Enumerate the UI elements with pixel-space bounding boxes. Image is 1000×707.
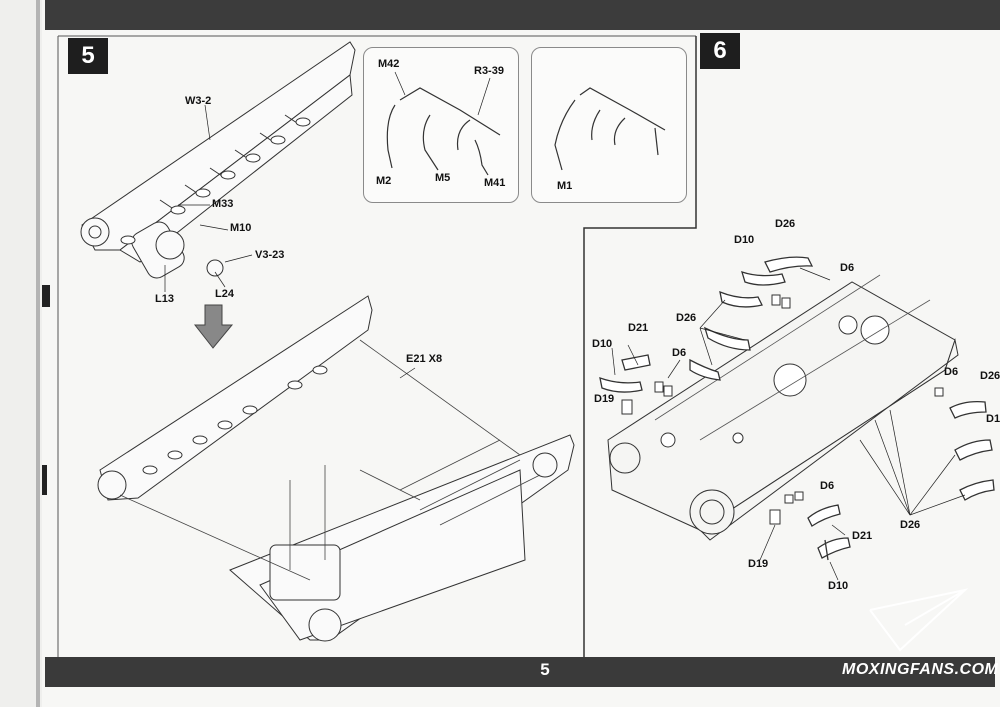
part-label: M1 bbox=[557, 180, 573, 192]
part-label: M5 bbox=[435, 172, 451, 184]
part-label: M2 bbox=[376, 175, 392, 187]
watermark: MOXINGFANS.COM bbox=[842, 661, 999, 678]
subassembly-inset-a bbox=[363, 47, 519, 203]
step-number-6: 6 bbox=[700, 33, 740, 69]
part-label: D10 bbox=[592, 338, 613, 350]
page-margin bbox=[0, 0, 42, 707]
part-label: D1 bbox=[986, 413, 1000, 425]
part-label: L24 bbox=[215, 288, 234, 300]
subassembly-inset-b bbox=[531, 47, 687, 203]
part-label: D26 bbox=[900, 519, 921, 531]
part-label: D6 bbox=[840, 262, 855, 274]
part-label: L13 bbox=[155, 293, 174, 305]
part-label: D19 bbox=[594, 393, 615, 405]
side-tab-mark bbox=[42, 465, 47, 495]
part-label: D6 bbox=[820, 480, 835, 492]
part-label: M42 bbox=[378, 58, 400, 70]
top-bar bbox=[45, 0, 1000, 30]
part-label: D19 bbox=[748, 558, 769, 570]
bottom-bar bbox=[45, 657, 995, 687]
part-label: D6 bbox=[672, 347, 687, 359]
part-label: D26 bbox=[775, 218, 796, 230]
step-number-5: 5 bbox=[68, 38, 108, 74]
part-label: D21 bbox=[628, 322, 649, 334]
part-label: E21 X8 bbox=[406, 353, 443, 365]
part-label: M41 bbox=[484, 177, 506, 189]
part-label: D26 bbox=[676, 312, 697, 324]
part-label: D10 bbox=[734, 234, 755, 246]
binding-edge bbox=[36, 0, 40, 707]
logo-plane bbox=[869, 588, 969, 652]
part-label: V3-23 bbox=[255, 249, 285, 261]
part-label: W3-2 bbox=[185, 95, 212, 107]
part-label: D6 bbox=[944, 366, 959, 378]
part-label: D21 bbox=[852, 530, 873, 542]
page-number: 5 bbox=[540, 660, 550, 679]
side-tab-mark bbox=[42, 285, 50, 307]
part-label: R3-39 bbox=[474, 65, 504, 77]
part-label: M33 bbox=[212, 198, 234, 210]
part-label: D10 bbox=[828, 580, 849, 592]
part-label: M10 bbox=[230, 222, 252, 234]
part-label: D26 bbox=[980, 370, 1000, 382]
